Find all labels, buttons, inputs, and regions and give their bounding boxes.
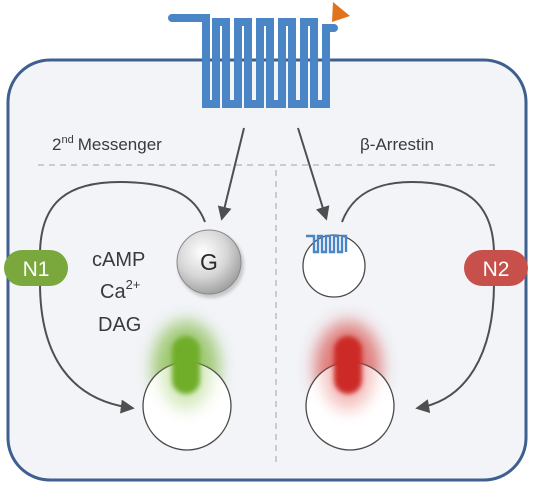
n2-to-red-vesicle-arrow (415, 282, 495, 414)
internalized-receptor-icon (306, 234, 348, 254)
cell-membrane (6, 58, 528, 482)
ligand-icon (332, 2, 350, 22)
g-protein-icon (176, 229, 242, 295)
green-capsule (172, 336, 200, 394)
receptor-to-arrestin-arrow (297, 127, 330, 221)
beta-arrestin-label: β-Arrestin (360, 135, 434, 154)
n2-to-arrestin-curve (341, 180, 495, 256)
camp-label: cAMP (92, 249, 145, 271)
n1-badge (4, 250, 68, 286)
n1-to-green-vesicle-arrow (39, 282, 135, 414)
dag-label: DAG (98, 314, 141, 336)
g-protein-label: G (200, 249, 218, 275)
n2-badge (464, 250, 528, 286)
n2-label: N2 (483, 258, 510, 281)
receptor-to-g-arrow (217, 127, 245, 221)
n1-to-g-curve (39, 180, 206, 256)
n1-label: N1 (23, 258, 50, 281)
ca-label: Ca2+ (100, 277, 140, 303)
gpcr-receptor-icon (168, 14, 338, 108)
red-capsule (334, 336, 362, 394)
